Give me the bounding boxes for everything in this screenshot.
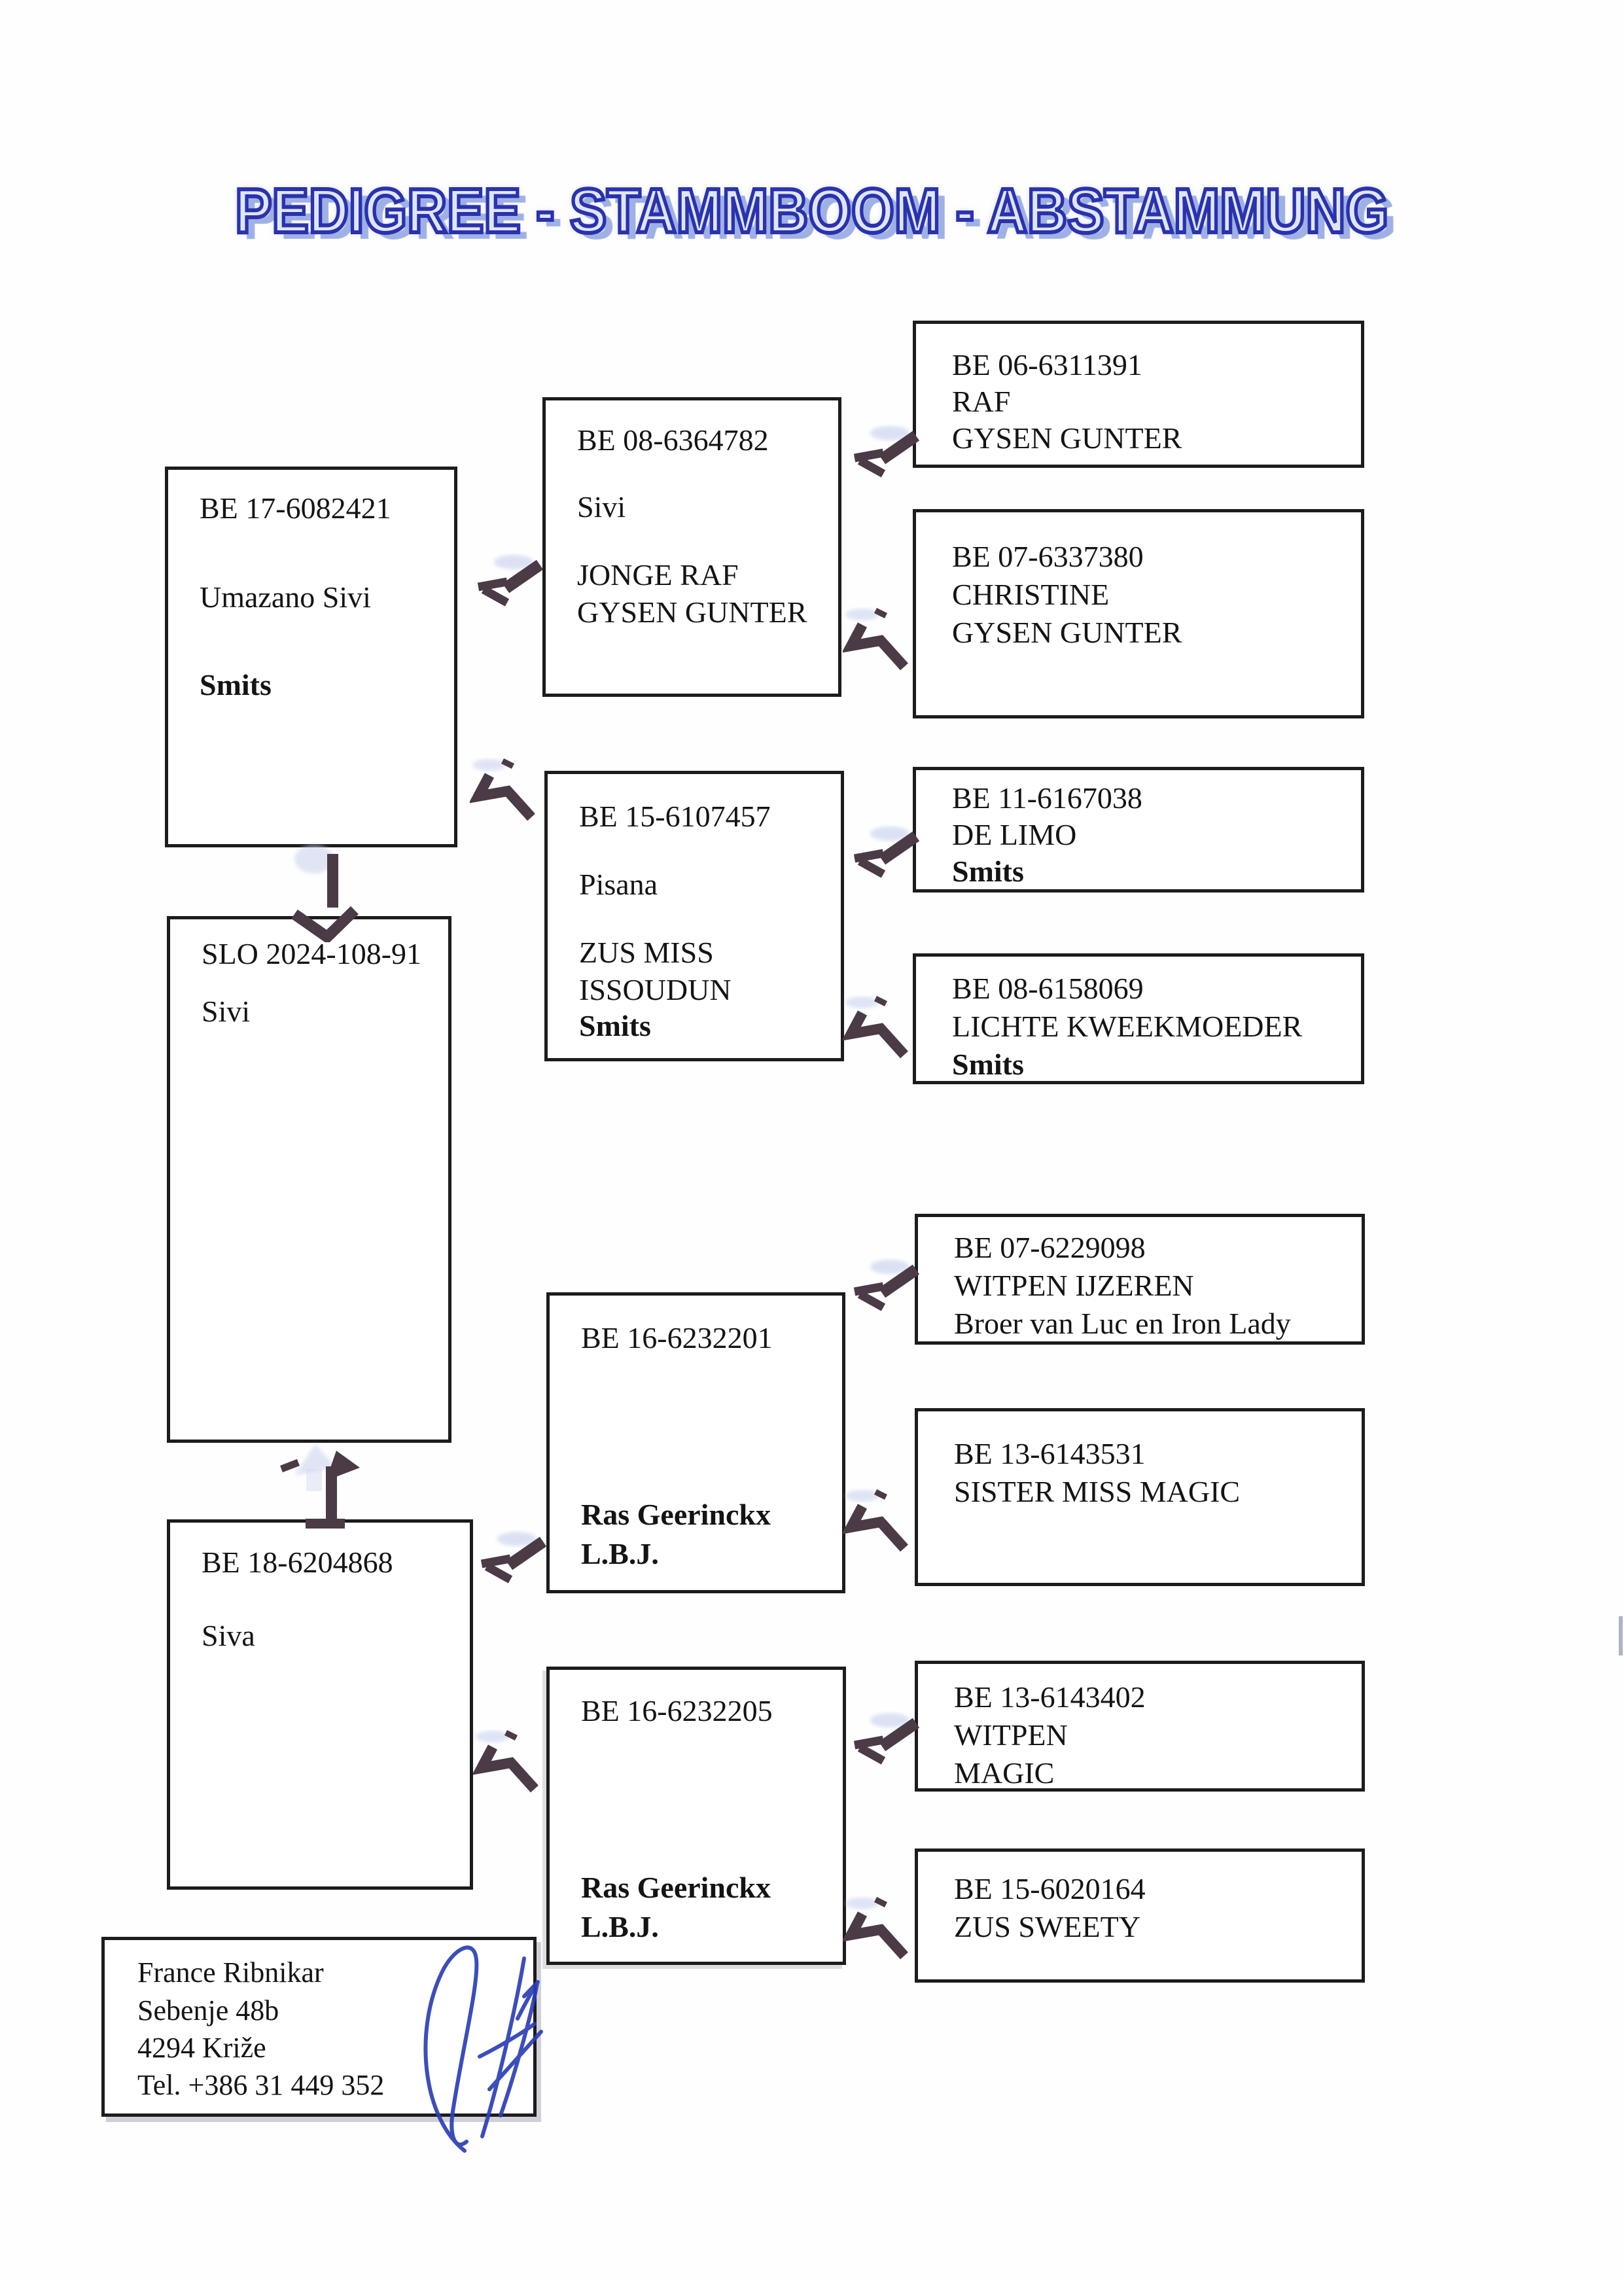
ring-number: BE 13-6143531 (954, 1437, 1146, 1470)
owner-phone: Tel. +386 31 449 352 (137, 2069, 385, 2101)
ring-number: BE 15-6020164 (954, 1872, 1146, 1905)
pigeon-name: Umazano Sivi (200, 580, 371, 614)
pigeon-line: ISSOUDUN (579, 973, 732, 1006)
breeder-name: GYSEN GUNTER (577, 595, 807, 629)
breeder-name: L.B.J. (581, 1537, 659, 1570)
ring-number: BE 13-6143402 (954, 1680, 1146, 1714)
pigeon-name: Siva (202, 1619, 255, 1652)
breeder-name: Smits (952, 855, 1024, 888)
pedigree-box-dam-dam-dam: BE 15-6020164 ZUS SWEETY (915, 1848, 1365, 1983)
ring-number: BE 15-6107457 (579, 800, 771, 833)
pairing-arrow-icon (843, 993, 918, 1075)
pairing-arrow-icon (843, 1894, 918, 1976)
pigeon-name: RAF (952, 385, 1011, 418)
ring-number: BE 08-6158069 (952, 972, 1144, 1005)
connector-arrow-down-icon (291, 845, 359, 942)
pigeon-line: MAGIC (954, 1756, 1055, 1790)
pigeon-name: Pisana (579, 868, 658, 901)
pigeon-name: DE LIMO (952, 818, 1077, 851)
pedigree-box-sire-sire: BE 08-6364782 Sivi JONGE RAF GYSEN GUNTE… (542, 397, 841, 697)
pairing-arrow-icon (843, 1487, 918, 1568)
pedigree-box-sire-sire-dam: BE 07-6337380 CHRISTINE GYSEN GUNTER (913, 509, 1364, 718)
ring-number: BE 17-6082421 (200, 491, 391, 525)
pairing-arrow-icon (849, 824, 921, 887)
pedigree-box-dam-dam: BE 16-6232205 Ras Geerinckx L.B.J. (546, 1667, 846, 1965)
pairing-arrow-icon (849, 1258, 921, 1320)
pedigree-box-dam-sire-sire: BE 07-6229098 WITPEN IJZEREN Broer van L… (915, 1214, 1365, 1345)
pigeon-name: WITPEN IJZEREN (954, 1269, 1194, 1302)
pigeon-name: SISTER MISS MAGIC (954, 1475, 1241, 1508)
pedigree-box-sire-dam: BE 15-6107457 Pisana ZUS MISS ISSOUDUN S… (544, 771, 844, 1061)
pigeon-line: Broer van Luc en Iron Lady (954, 1307, 1291, 1340)
owner-street: Sebenje 48b (137, 1994, 279, 2026)
ring-number: BE 11-6167038 (952, 781, 1142, 815)
pairing-arrow-icon (473, 1727, 548, 1809)
pedigree-box-sire-dam-sire: BE 11-6167038 DE LIMO Smits (913, 767, 1364, 893)
pedigree-box-subject: SLO 2024-108-91 Sivi (167, 916, 451, 1443)
breeder-name: Smits (579, 1009, 651, 1042)
pigeon-name: Sivi (202, 995, 251, 1028)
pedigree-box-sire-dam-dam: BE 08-6158069 LICHTE KWEEKMOEDER Smits (913, 953, 1364, 1084)
owner-city: 4294 Križe (137, 2032, 266, 2064)
pedigree-box-dam-dam-sire: BE 13-6143402 WITPEN MAGIC (915, 1661, 1365, 1792)
pairing-arrow-icon (843, 605, 918, 687)
ring-number: SLO 2024-108-91 (202, 937, 422, 970)
ring-number: BE 18-6204868 (202, 1546, 393, 1579)
scan-artifact (1619, 1616, 1623, 1655)
pigeon-name: ZUS SWEETY (954, 1910, 1140, 1943)
pigeon-name: CHRISTINE (952, 578, 1110, 611)
ring-number: BE 08-6364782 (577, 423, 769, 457)
owner-name: France Ribnikar (137, 1956, 324, 1989)
breeder-name: Smits (952, 1048, 1024, 1081)
ring-number: BE 16-6232201 (581, 1321, 773, 1354)
pairing-arrow-icon (473, 553, 545, 615)
page-title: PEDIGREE - STAMMBOOM - ABSTAMMUNG (234, 174, 1390, 248)
breeder-name: Ras Geerinckx (581, 1871, 771, 1904)
pairing-arrow-icon (849, 424, 921, 486)
pedigree-box-dam-sire-dam: BE 13-6143531 SISTER MISS MAGIC (915, 1408, 1365, 1586)
ring-number: BE 16-6232205 (581, 1694, 773, 1727)
page-title-wrap: PEDIGREE - STAMMBOOM - ABSTAMMUNG (0, 174, 1624, 248)
breeder-name: GYSEN GUNTER (952, 421, 1182, 455)
pedigree-box-dam-sire: BE 16-6232201 Ras Geerinckx L.B.J. (546, 1292, 845, 1593)
breeder-name: GYSEN GUNTER (952, 616, 1182, 649)
owner-signature (423, 1945, 543, 2153)
pedigree-box-sire: BE 17-6082421 Umazano Sivi Smits (165, 467, 457, 847)
pairing-arrow-icon (476, 1530, 548, 1592)
breeder-name: Ras Geerinckx (581, 1498, 771, 1531)
connector-arrow-up-icon (280, 1444, 360, 1529)
pairing-arrow-icon (470, 756, 545, 838)
breeder-name: Smits (200, 668, 272, 701)
pigeon-name: Sivi (577, 490, 626, 523)
ring-number: BE 07-6337380 (952, 540, 1144, 573)
pigeon-name: WITPEN (954, 1718, 1068, 1752)
ring-number: BE 06-6311391 (952, 348, 1142, 381)
pedigree-box-sire-sire-sire: BE 06-6311391 RAF GYSEN GUNTER (913, 321, 1364, 468)
pedigree-box-dam: BE 18-6204868 Siva (167, 1519, 473, 1890)
owner-address-box: France Ribnikar Sebenje 48b 4294 Križe T… (101, 1937, 537, 2117)
pigeon-name: LICHTE KWEEKMOEDER (952, 1010, 1303, 1043)
ring-number: BE 07-6229098 (954, 1231, 1146, 1264)
pigeon-line: ZUS MISS (579, 936, 714, 969)
pigeon-line: JONGE RAF (577, 558, 739, 592)
breeder-name: L.B.J. (581, 1910, 659, 1943)
pairing-arrow-icon (849, 1711, 921, 1773)
